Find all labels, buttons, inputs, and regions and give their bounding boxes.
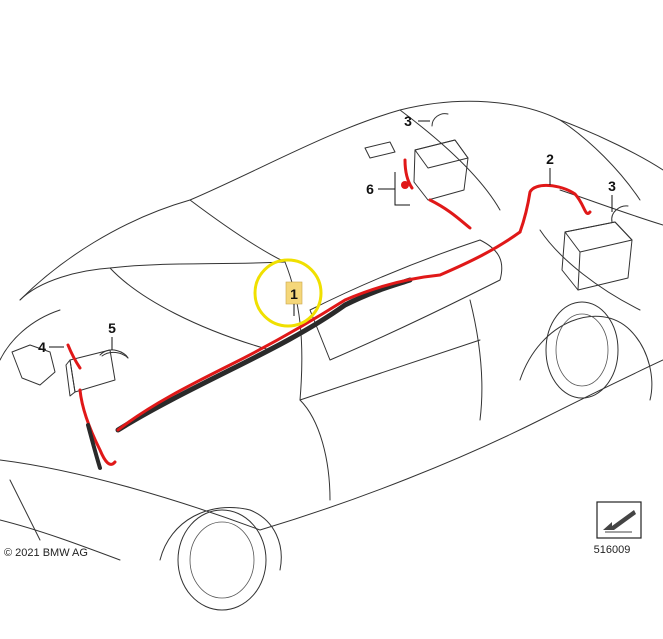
callout-3-top-label: 3	[404, 113, 412, 129]
callout-2-label: 2	[546, 151, 554, 167]
car-outline	[0, 100, 663, 611]
callout-4[interactable]: 4	[38, 339, 64, 355]
callout-5-label: 5	[108, 320, 116, 336]
wiring-harness	[66, 158, 592, 470]
arrow-indicator-icon	[596, 501, 642, 539]
callout-1-label: 1	[290, 286, 298, 302]
copyright-text: © 2021 BMW AG	[4, 547, 88, 559]
figure-id: 516009	[594, 544, 631, 556]
callout-3-top[interactable]: 3	[404, 113, 449, 129]
callout-4-label: 4	[38, 339, 46, 355]
callout-3-right[interactable]: 3	[608, 178, 629, 223]
callout-6-label: 6	[366, 181, 374, 197]
callout-2[interactable]: 2	[546, 151, 554, 185]
callout-3-right-label: 3	[608, 178, 616, 194]
callout-1[interactable]: 1	[253, 258, 323, 328]
mid-battery	[364, 139, 469, 201]
rear-battery	[561, 221, 633, 291]
callout-5[interactable]: 5	[101, 320, 129, 359]
highlight-ring	[253, 258, 323, 328]
callout-6[interactable]: 6	[366, 172, 410, 206]
